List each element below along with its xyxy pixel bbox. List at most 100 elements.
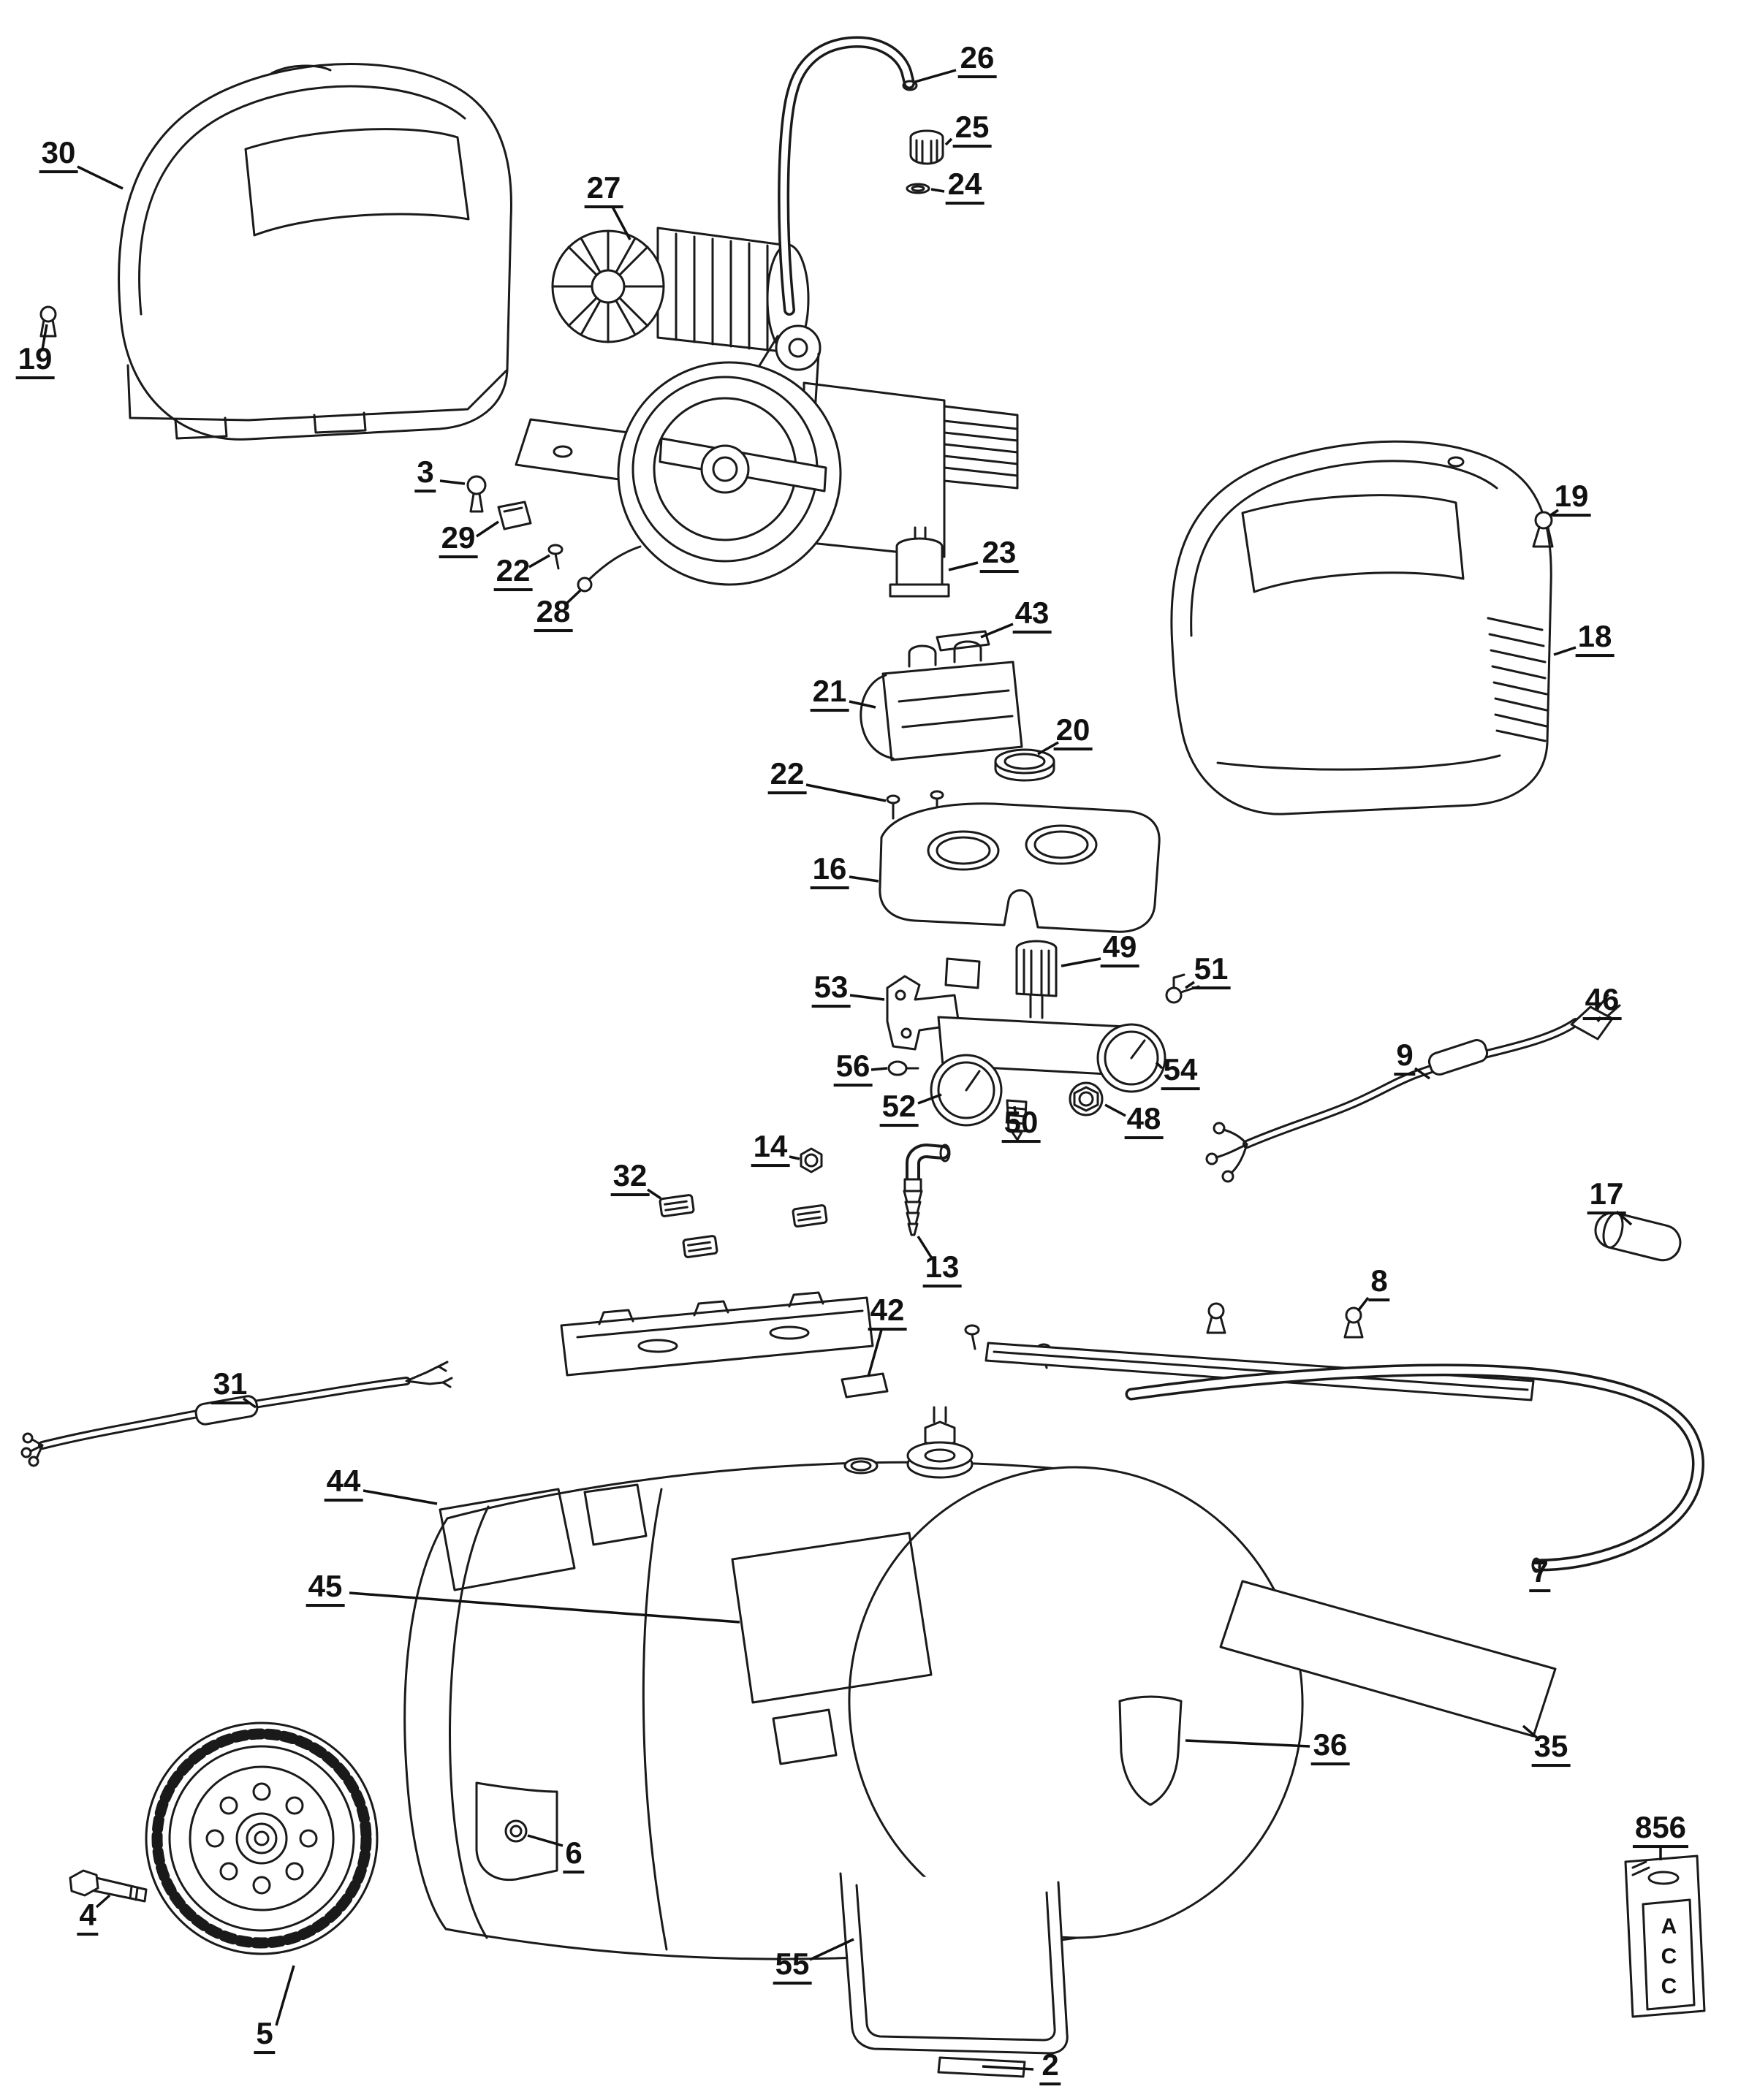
leader-line-20 (1037, 741, 1059, 756)
leader-line-52 (917, 1093, 942, 1105)
leader-line-22 (528, 554, 550, 568)
callout-44: 44 (324, 1466, 363, 1502)
leader-line-31 (242, 1397, 257, 1409)
leader-line-27 (611, 206, 631, 240)
leader-line-43 (980, 623, 1014, 639)
part-accessory-switch (1624, 1854, 1706, 2018)
part-block-29 (497, 501, 532, 530)
part-screw-19-left (39, 305, 57, 338)
part-ring-20 (994, 748, 1055, 782)
leader-line-53 (849, 994, 885, 1001)
leader-line-45 (349, 1591, 740, 1624)
callout-46: 46 (1582, 984, 1622, 1021)
part-shroud-left (118, 63, 512, 441)
part-motor-pump (515, 227, 1019, 598)
callout-32: 32 (610, 1160, 650, 1197)
leader-line-50 (1013, 1106, 1017, 1117)
callout-21: 21 (810, 676, 849, 712)
part-bracket-6 (475, 1781, 558, 1882)
callout-28: 28 (534, 596, 573, 633)
callout-8: 8 (1368, 1266, 1390, 1302)
leader-line-3 (439, 479, 466, 485)
part-cap-25 (909, 129, 944, 165)
callout-856: 856 (1632, 1812, 1689, 1849)
part-seal-24 (906, 183, 930, 194)
leader-line-56 (870, 1067, 888, 1071)
callout-55: 55 (773, 1949, 812, 1985)
callout-43: 43 (1012, 598, 1052, 634)
leader-line-42 (867, 1329, 883, 1377)
leader-line-25 (944, 137, 953, 146)
leader-line-51 (1185, 981, 1195, 989)
callout-14: 14 (751, 1131, 790, 1168)
leader-line-28 (565, 589, 582, 605)
leader-line-13 (917, 1236, 933, 1259)
leader-line-49 (1061, 957, 1101, 967)
part-nut-14 (800, 1147, 823, 1173)
leader-line-5 (275, 1965, 295, 2026)
part-foot-bracket (839, 1872, 1069, 2078)
part-screw-19-right (1532, 511, 1554, 548)
callout-50: 50 (1001, 1107, 1041, 1144)
callout-22: 22 (767, 758, 807, 795)
leader-line-19 (41, 324, 48, 350)
leader-line-26 (914, 69, 957, 83)
callout-45: 45 (306, 1571, 345, 1608)
leader-line-44 (363, 1489, 438, 1505)
callout-17: 17 (1587, 1179, 1626, 1215)
callout-36: 36 (1310, 1730, 1350, 1766)
callout-56: 56 (833, 1051, 873, 1087)
callout-30: 30 (39, 137, 78, 174)
part-elbow-fitting-13 (903, 1144, 951, 1236)
leader-line-16 (849, 875, 879, 883)
leader-line-55 (809, 1938, 854, 1961)
callout-48: 48 (1124, 1103, 1164, 1140)
leader-line-6 (527, 1834, 564, 1847)
callout-13: 13 (922, 1252, 962, 1288)
callout-4: 4 (77, 1900, 99, 1936)
callout-23: 23 (979, 537, 1019, 574)
leader-line-30 (77, 165, 124, 190)
leader-line-18 (1553, 646, 1577, 656)
part-shroud-right (1170, 440, 1552, 815)
leader-line-4 (95, 1894, 111, 1909)
leader-line-2 (982, 2065, 1034, 2071)
leader-line-7 (1538, 1561, 1541, 1569)
part-tube-26 (778, 36, 918, 316)
callout-24: 24 (945, 169, 984, 205)
part-bracket-plate (560, 1291, 874, 1377)
part-cover-16 (879, 802, 1161, 933)
leader-line-8 (1357, 1296, 1370, 1312)
part-axle-bolt (69, 1869, 148, 1903)
leader-line-32 (647, 1188, 661, 1200)
leader-line-54 (1155, 1061, 1164, 1070)
leader-line-14 (789, 1155, 800, 1160)
leader-line-29 (476, 520, 499, 538)
callout-53: 53 (811, 972, 851, 1008)
callout-19: 19 (15, 343, 55, 380)
part-plate-43 (936, 630, 990, 652)
callout-27: 27 (584, 172, 623, 209)
callout-52: 52 (879, 1091, 919, 1127)
part-pressure-switch (860, 640, 1023, 761)
leader-line-23 (948, 561, 979, 571)
part-screw-3 (466, 475, 487, 513)
part-screw-22a (547, 544, 564, 570)
part-screws-22b (886, 790, 944, 820)
callout-31: 31 (210, 1369, 250, 1405)
callout-7: 7 (1529, 1556, 1551, 1593)
callout-26: 26 (957, 42, 997, 79)
part-handle (984, 1342, 1704, 1573)
callout-42: 42 (868, 1295, 907, 1331)
leader-line-24 (930, 188, 945, 193)
callout-16: 16 (810, 853, 849, 890)
callout-20: 20 (1053, 715, 1093, 751)
leader-line-35 (1522, 1724, 1540, 1741)
part-tank (403, 1406, 1304, 1960)
callout-22: 22 (493, 555, 533, 592)
callout-6: 6 (563, 1838, 585, 1874)
callout-2: 2 (1039, 2050, 1061, 2086)
